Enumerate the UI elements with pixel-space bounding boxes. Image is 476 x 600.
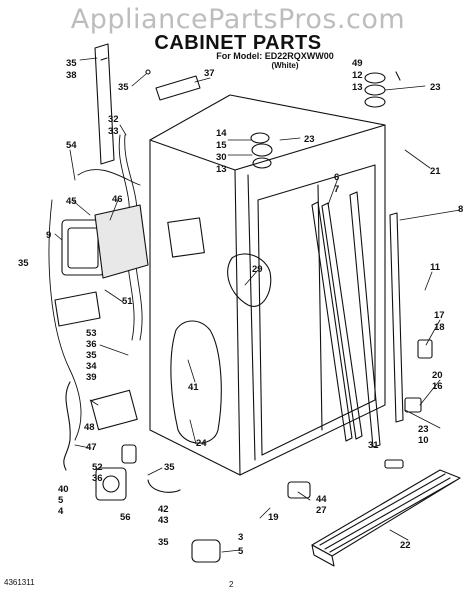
- callout-46: 46: [112, 194, 123, 205]
- callout-19: 19: [268, 512, 279, 523]
- callout-6: 6: [334, 172, 339, 183]
- callout-42: 42: [158, 504, 169, 515]
- callout-24: 24: [196, 438, 207, 449]
- callout-30: 30: [216, 152, 227, 163]
- lower-parts: [63, 339, 433, 563]
- top-trim: [145, 69, 201, 101]
- watermark: AppliancePartsPros.com: [70, 4, 406, 35]
- callout-35a: 35: [66, 58, 77, 69]
- page-title: CABINET PARTS: [154, 32, 322, 54]
- callout-3: 3: [238, 532, 243, 543]
- document-number: 4361311: [4, 578, 35, 587]
- callout-7: 7: [334, 184, 339, 195]
- model-line: For Model: ED22RQXWW00: [216, 51, 334, 61]
- callout-45: 45: [66, 196, 77, 207]
- callout-36a: 36: [86, 339, 97, 350]
- callout-27: 27: [316, 505, 327, 516]
- leader-lines: [54, 57, 461, 553]
- side-trim: [94, 43, 115, 165]
- callout-23b: 23: [304, 134, 315, 145]
- callout-41: 41: [188, 382, 199, 393]
- toe-grille: [311, 469, 461, 567]
- callout-20: 20: [432, 370, 443, 381]
- callout-18: 18: [434, 322, 445, 333]
- callout-56: 56: [120, 512, 131, 523]
- callout-21: 21: [430, 166, 441, 177]
- callout-47: 47: [86, 442, 97, 453]
- callout-48: 48: [84, 422, 95, 433]
- callout-14: 14: [216, 128, 227, 139]
- callout-labels: 35 38 37 35 49 12 13 23 32 33 14 15 23 3…: [18, 58, 463, 557]
- callout-15: 15: [216, 140, 227, 151]
- callout-33: 33: [108, 126, 119, 137]
- callout-12a: 12: [352, 70, 363, 81]
- cabinet-shell: [149, 94, 386, 476]
- callout-43: 43: [158, 515, 169, 526]
- callout-16: 16: [432, 381, 443, 392]
- callout-37: 37: [204, 68, 215, 79]
- callout-38: 38: [66, 70, 77, 81]
- callout-54: 54: [66, 140, 77, 151]
- variant-label: (White): [271, 61, 299, 70]
- callout-13b: 13: [216, 164, 227, 175]
- callout-23c: 23: [418, 424, 429, 435]
- callout-51: 51: [122, 296, 133, 307]
- callout-4: 4: [58, 506, 64, 517]
- control-assembly: [54, 204, 149, 327]
- breaker-strips: [311, 191, 404, 448]
- wire-harness: [48, 134, 143, 441]
- callout-34: 34: [86, 361, 97, 372]
- callout-35d: 35: [86, 350, 97, 361]
- callout-10: 10: [418, 435, 429, 446]
- callout-13a: 13: [352, 82, 363, 93]
- callout-17: 17: [434, 310, 445, 321]
- callout-39: 39: [86, 372, 97, 383]
- callout-35f: 35: [158, 537, 169, 548]
- callout-22: 22: [400, 540, 411, 551]
- callout-11: 11: [430, 262, 441, 273]
- callout-5b: 5: [238, 546, 244, 557]
- callout-40: 40: [58, 484, 69, 495]
- hinge-upper: [250, 71, 401, 169]
- callout-35e: 35: [164, 462, 175, 473]
- callout-44: 44: [316, 494, 327, 505]
- callout-52: 52: [92, 462, 103, 473]
- callout-31: 31: [368, 440, 379, 451]
- callout-5a: 5: [58, 495, 64, 506]
- callout-36b: 36: [92, 473, 103, 484]
- callout-29: 29: [252, 264, 263, 275]
- callout-53: 53: [86, 328, 97, 339]
- callout-35c: 35: [18, 258, 29, 269]
- callout-23a: 23: [430, 82, 441, 93]
- callout-49: 49: [352, 58, 363, 69]
- callout-9: 9: [46, 230, 51, 241]
- page-number: 2: [229, 580, 234, 589]
- callout-35b: 35: [118, 82, 129, 93]
- callout-8: 8: [458, 204, 463, 215]
- callout-32: 32: [108, 114, 119, 125]
